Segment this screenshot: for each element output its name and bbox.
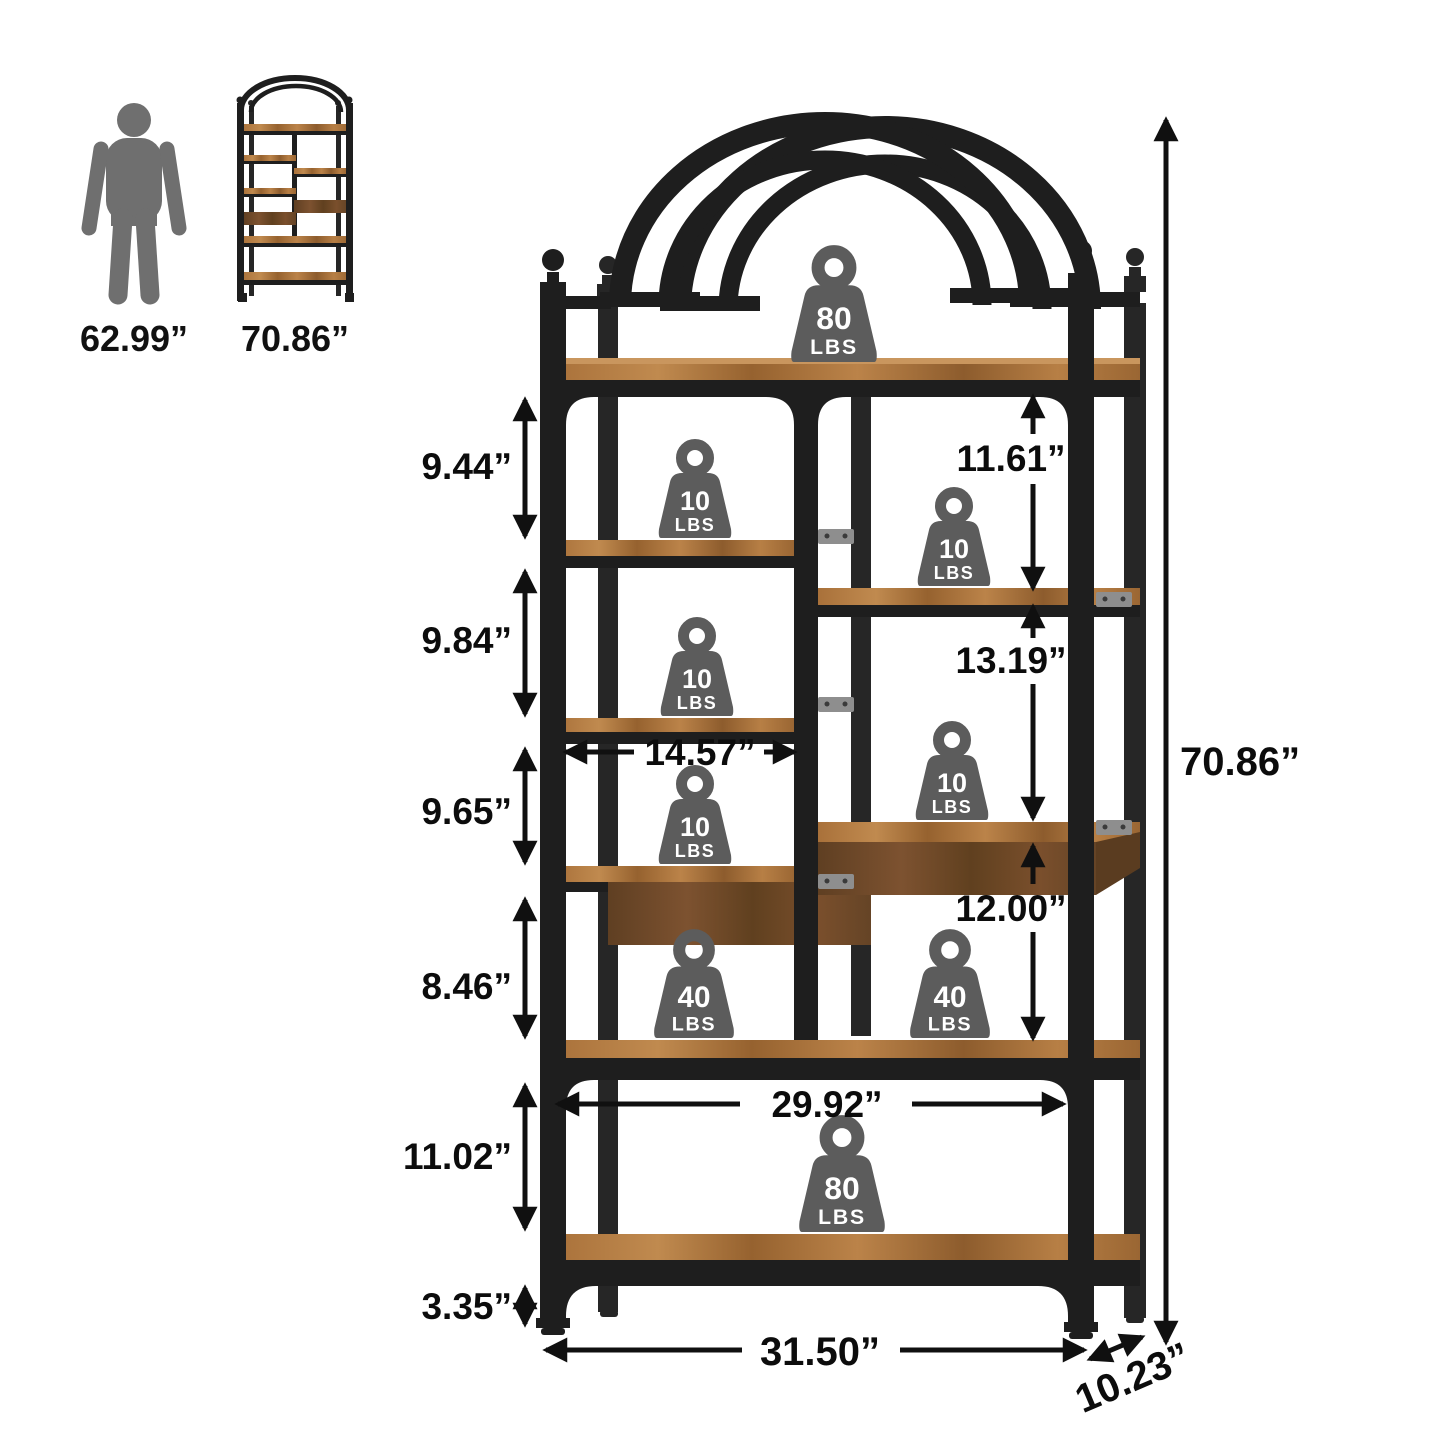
- capacity-unit: LBS: [928, 1013, 973, 1035]
- capacity-unit: LBS: [672, 1013, 717, 1035]
- bookshelf-shelves: [552, 358, 1140, 1286]
- dim-left-gap-1: 9.44”: [421, 446, 512, 487]
- capacity-icon-left-shelf-3: 10 LBS: [658, 765, 732, 864]
- capacity-value: 10: [937, 768, 967, 798]
- capacity-unit: LBS: [675, 841, 716, 861]
- capacity-icon-middle-shelf-left: 40 LBS: [654, 929, 734, 1038]
- dim-right-gap-1: 11.61”: [956, 438, 1065, 479]
- shelf-brackets: [818, 529, 1132, 889]
- capacity-icon-left-shelf-2: 10 LBS: [660, 617, 734, 716]
- capacity-unit: LBS: [818, 1205, 866, 1229]
- dim-left-gap-5: 11.02”: [403, 1136, 512, 1177]
- dim-right-gap-3: 12.00”: [955, 888, 1066, 929]
- front-arch: [600, 112, 1080, 307]
- dim-overall-width: 31.50”: [760, 1330, 880, 1374]
- capacity-icon-top-shelf: 80 LBS: [791, 245, 877, 362]
- capacity-unit: LBS: [934, 563, 975, 583]
- human-height-label: 62.99”: [80, 318, 188, 359]
- dim-left-gap-6: 3.35”: [421, 1286, 512, 1327]
- capacity-icon-middle-shelf-right: 40 LBS: [910, 929, 990, 1038]
- capacity-unit: LBS: [810, 335, 858, 359]
- capacity-icon-bottom-shelf: 80 LBS: [799, 1115, 885, 1232]
- capacity-unit: LBS: [675, 515, 716, 535]
- bookshelf-thumbnail-icon: [236, 75, 354, 302]
- bookshelf-front-structure: [536, 112, 1144, 1339]
- capacity-value: 10: [682, 664, 712, 694]
- capacity-value: 40: [677, 981, 710, 1014]
- capacity-unit: LBS: [677, 693, 718, 713]
- capacity-value: 10: [680, 486, 710, 516]
- capacity-value: 40: [933, 981, 966, 1014]
- thumbnail-height-label: 70.86”: [241, 318, 349, 359]
- capacity-icon-right-shelf-2: 10 LBS: [915, 721, 989, 820]
- capacity-icon-right-shelf-1: 10 LBS: [917, 487, 991, 586]
- capacity-value: 80: [824, 1170, 859, 1206]
- dim-left-gap-2: 9.84”: [421, 620, 512, 661]
- dim-left-shelf-width: 14.57”: [644, 732, 755, 773]
- capacity-unit: LBS: [932, 797, 973, 817]
- dim-inner-width: 29.92”: [771, 1084, 882, 1125]
- dim-right-gap-2: 13.19”: [955, 640, 1066, 681]
- dim-left-gap-4: 8.46”: [421, 966, 512, 1007]
- capacity-value: 10: [939, 534, 969, 564]
- dim-overall-height: 70.86”: [1180, 740, 1300, 784]
- human-figure-icon: [81, 103, 187, 305]
- capacity-value: 80: [816, 300, 851, 336]
- capacity-icon-left-shelf-1: 10 LBS: [658, 439, 732, 538]
- dim-left-gap-3: 9.65”: [421, 791, 512, 832]
- capacity-value: 10: [680, 812, 710, 842]
